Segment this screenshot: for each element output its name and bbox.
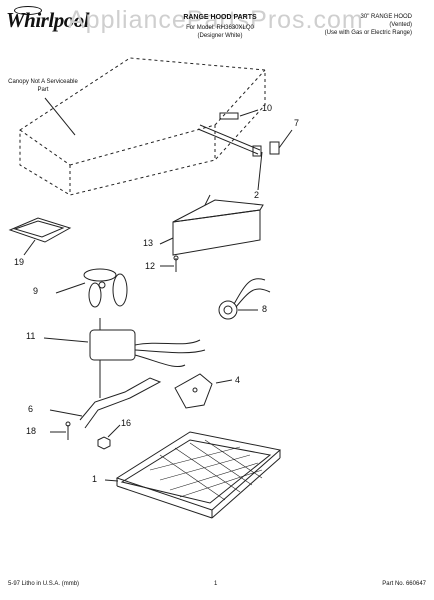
use-note: (Use with Gas or Electric Range)	[324, 30, 412, 36]
canopy-note: Canopy Not A Serviceable Part	[8, 79, 78, 93]
product-info: 30" RANGE HOOD (Vented) (Use with Gas or…	[325, 13, 412, 37]
callout-13: 13	[143, 238, 154, 248]
fan-blade-shape	[83, 268, 128, 308]
callout-8: 8	[262, 304, 268, 314]
callout-16: 16	[121, 418, 132, 428]
callout-7: 7	[294, 118, 300, 128]
bracket-4-shape	[174, 373, 213, 409]
switch-8-shape	[218, 278, 271, 320]
callout-18: 18	[26, 426, 37, 436]
color-line: (Designer White)	[197, 33, 243, 39]
canopy-outline	[19, 57, 266, 196]
callout-6: 10	[262, 103, 273, 113]
footer-litho: 5-97 Litho in U.S.A. (mmb)	[8, 581, 80, 587]
callout-2: 2	[254, 190, 260, 200]
motor-shape	[89, 318, 206, 368]
watermark: AppliancePartsPros.com	[68, 6, 364, 34]
callout-9: 9	[33, 286, 39, 296]
grille-shape	[115, 431, 282, 519]
switch-assembly-shape	[197, 112, 280, 157]
motor-bracket-shape	[79, 360, 162, 429]
callout-4: 4	[235, 375, 241, 385]
page-title: RANGE HOOD PARTS	[183, 14, 257, 21]
callout-12: 12	[145, 261, 156, 271]
footer-part-number: Part No. 660647	[382, 581, 426, 587]
callout-11: 6	[28, 404, 34, 414]
model-info: For Model: RH3630XLQ0 (Designer White)	[135, 24, 305, 40]
grease-filter-shape	[8, 217, 72, 243]
callout-10: 11	[26, 331, 36, 341]
product-title: 30" RANGE HOOD	[360, 14, 412, 20]
product-sub: (Vented)	[389, 22, 412, 28]
callout-19: 19	[14, 257, 25, 267]
footer-page-number: 1	[214, 581, 218, 587]
brand-mark-logo	[14, 6, 42, 15]
model-line: For Model: RH3630XLQ0	[186, 25, 254, 31]
light-housing-shape	[172, 194, 264, 256]
callout-1: 1	[92, 474, 98, 484]
